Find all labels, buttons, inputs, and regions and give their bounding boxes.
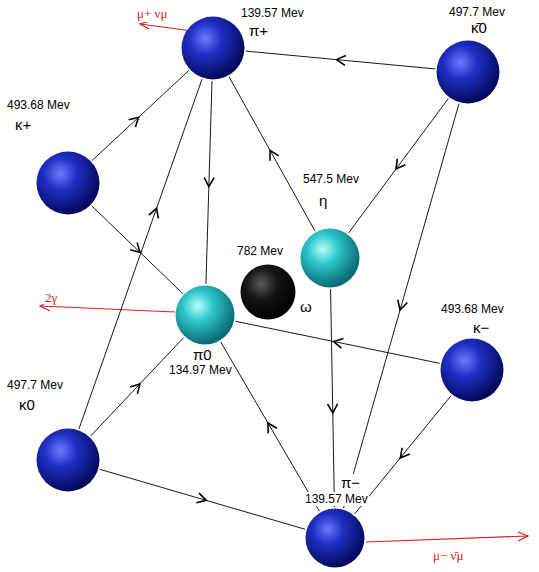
connector-line [331,289,335,507]
decay-label: 2γ [44,290,58,306]
sphere-shape [36,151,100,215]
connector-line [100,469,306,529]
particle-sphere: 493.68 Mevκ+ [36,151,100,215]
particle-sphere: π0134.97 Mev [175,285,235,345]
particle-name: κ0 [18,396,36,414]
particle-name: ω [299,298,313,316]
mass-label: 497.7 Mev [448,5,506,19]
connector-line [92,206,183,294]
sphere-shape [300,228,360,288]
particle-name: π− [340,474,361,492]
arrow-head [149,208,158,218]
particle-sphere: 493.68 Mevκ− [440,338,504,402]
connector-line [348,99,448,234]
connector-line [92,70,189,160]
arrow-head [328,404,338,413]
sphere-shape [440,338,504,402]
transition-line [229,77,315,231]
sphere-shape [175,285,235,345]
connector-line [355,396,452,514]
particle-name: π+ [248,22,269,40]
connector-line [235,321,439,363]
arrow-head [334,338,344,348]
arrow-head [129,117,139,127]
arrow-head [270,150,279,160]
particle-name: κ− [472,319,490,337]
decay-label: μ+ νμ [136,6,168,22]
mass-label: 782 Mev [236,244,284,258]
connector-line [91,338,184,436]
particle-sphere: 497.7 Mevκ0 [36,428,100,492]
particle-sphere: 497.7 Mevκ̄0 [436,40,500,104]
transition-line [328,289,338,507]
arrow-head [337,55,346,65]
arrow-head [130,243,140,253]
decay-arrow [140,21,192,31]
arrow-head [400,448,410,458]
transition-line [91,338,184,436]
connector-line [246,51,435,69]
transition-line [92,70,189,160]
mass-label: 139.57 Mev [304,492,369,506]
transition-line [348,99,448,234]
transition-line [355,396,452,514]
transition-line [100,469,306,529]
connector-line [229,77,315,231]
transition-line [246,51,435,69]
transition-line [221,342,320,511]
particle-sphere: 139.57 Mevπ+ [181,16,245,80]
particle-name: η [318,192,328,210]
sphere-shape [436,40,500,104]
sphere-shape [240,264,296,320]
connector-line [221,342,320,511]
decay-label: μ− ν̄μ [432,548,464,564]
arrow-head [268,423,277,433]
particle-sphere: 547.5 Mevη [300,228,360,288]
transition-line [204,81,214,284]
particle-sphere: π−139.57 Mev [305,508,365,568]
mass-label: 139.57 Mev [240,6,305,20]
arrow-head [196,493,206,503]
mass-label: 493.68 Mev [6,98,71,112]
sphere-shape [36,428,100,492]
transition-line [92,206,183,294]
particle-name: κ̄0 [470,19,488,37]
arrow-head [396,159,405,169]
arrow-head [204,177,214,186]
sphere-shape [305,508,365,568]
mass-label: 493.68 Mev [440,302,505,316]
sphere-shape [181,16,245,80]
arrow-head [130,384,140,394]
particle-name: π0 [192,346,213,364]
mass-label: 134.97 Mev [168,363,233,377]
decay-arrow [40,302,175,312]
mass-label: 497.7 Mev [6,378,64,392]
transition-line [235,321,439,363]
arrow-head [398,300,408,310]
mass-label: 547.5 Mev [302,172,360,186]
particle-sphere: 782 Mevω [240,264,296,320]
decay-arrow [366,532,528,542]
particle-name: κ+ [14,116,32,134]
